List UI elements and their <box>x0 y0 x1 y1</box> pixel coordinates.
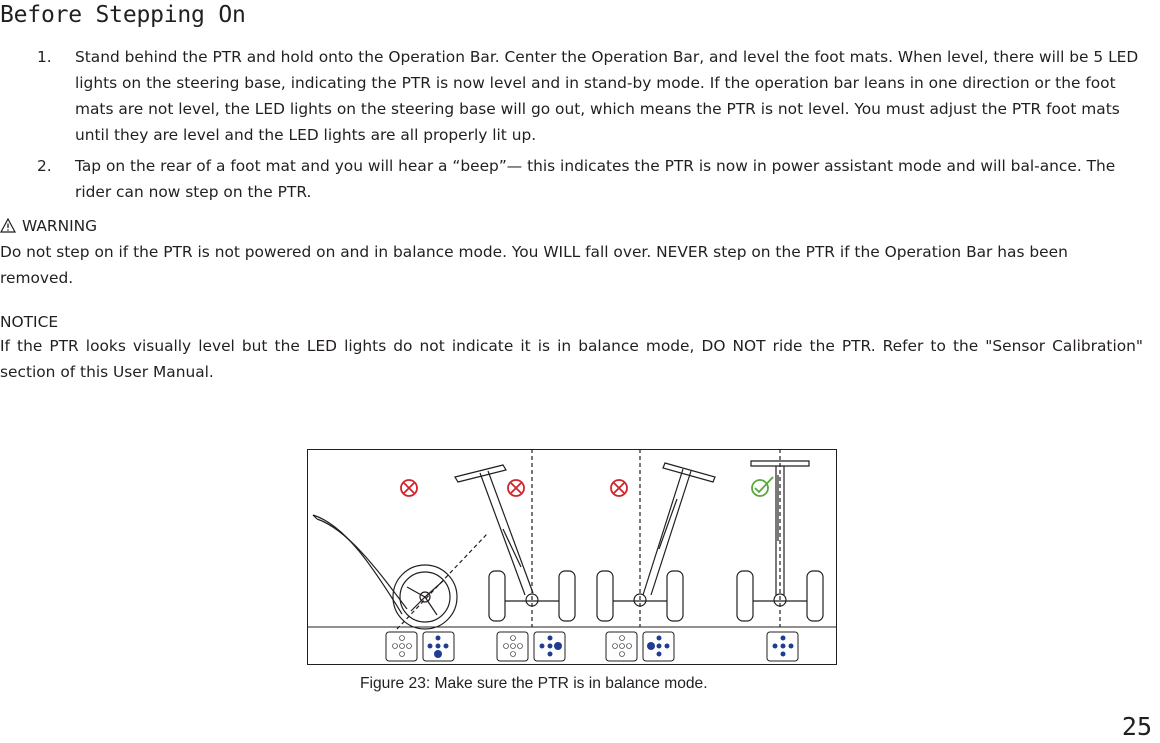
section-title: Before Stepping On <box>0 2 246 28</box>
led-indicator <box>533 631 566 662</box>
step-number: 1. <box>37 48 52 66</box>
ptr-leaning-drawing <box>596 449 716 627</box>
figure-caption: Figure 23: Make sure the PTR is in balan… <box>360 675 708 692</box>
warning-heading: WARNING <box>0 215 97 237</box>
ptr-level-drawing <box>736 449 824 627</box>
led-indicator <box>605 631 638 662</box>
red-x-circle-icon <box>610 479 628 497</box>
led-indicator <box>496 631 529 662</box>
step-number: 2. <box>37 157 52 175</box>
notice-heading: NOTICE <box>0 313 59 331</box>
warning-triangle-icon <box>0 217 17 233</box>
warning-label: WARNING <box>22 217 98 235</box>
warning-text: Do not step on if the PTR is not powered… <box>0 243 1068 287</box>
ptr-leaning-drawing <box>454 449 576 627</box>
red-x-circle-icon <box>507 479 525 497</box>
list-item: 2. Tap on the rear of a foot mat and you… <box>0 153 1160 205</box>
page-number: 25 <box>1121 712 1152 741</box>
list-item: 1. Stand behind the PTR and hold onto th… <box>0 44 1160 148</box>
led-indicator <box>422 631 455 662</box>
step-text: Stand behind the PTR and hold onto the O… <box>75 48 1139 144</box>
led-indicator <box>766 631 799 662</box>
ptr-balance-figure <box>307 449 837 665</box>
led-indicator <box>642 631 675 662</box>
red-x-circle-icon <box>400 479 418 497</box>
ptr-steering-wheel-drawing <box>312 514 488 630</box>
step-text: Tap on the rear of a foot mat and you wi… <box>75 157 1116 201</box>
green-check-circle-icon <box>751 476 774 497</box>
notice-text: If the PTR looks visually level but the … <box>0 337 1143 381</box>
steps-list: 1. Stand behind the PTR and hold onto th… <box>0 44 1160 210</box>
led-indicator <box>385 631 418 662</box>
